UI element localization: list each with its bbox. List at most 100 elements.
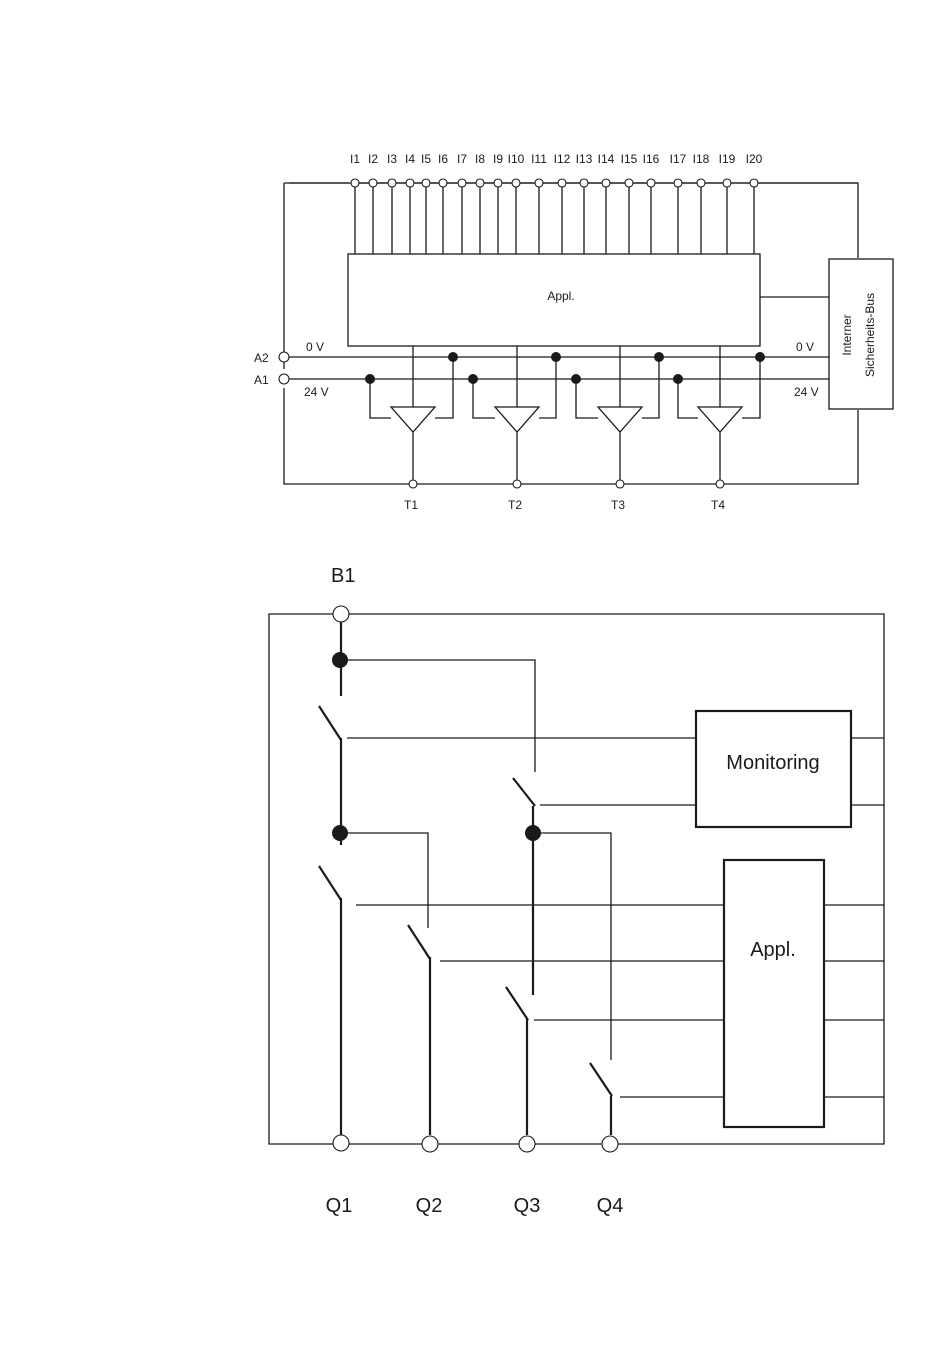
input-label: I2: [368, 152, 378, 166]
stage-supply: [576, 379, 598, 418]
bus-label-line1: Interner: [840, 314, 854, 355]
input-label: I17: [670, 152, 687, 166]
input-label: I6: [438, 152, 448, 166]
input-terminal: [723, 179, 731, 187]
label-b1: B1: [331, 565, 355, 587]
terminal-q2: [422, 1136, 438, 1152]
label-q3: Q3: [514, 1195, 541, 1217]
input-label: I13: [576, 152, 593, 166]
stage-ground: [742, 357, 760, 418]
label-q1: Q1: [326, 1195, 353, 1217]
buffer-triangle: [391, 407, 435, 432]
output-terminal: [616, 480, 624, 488]
junction-0v: [755, 352, 765, 362]
label-a2: A2: [254, 351, 269, 365]
junction-0v: [654, 352, 664, 362]
input-terminal: [388, 179, 396, 187]
bottom-diagram: B1 Monitoring: [269, 565, 884, 1217]
buffer-triangle: [698, 407, 742, 432]
input-terminal: [750, 179, 758, 187]
input-terminal: [697, 179, 705, 187]
input-label: I20: [746, 152, 763, 166]
input-terminal: [580, 179, 588, 187]
input-label: I7: [457, 152, 467, 166]
terminal-a1: [279, 374, 289, 384]
input-label: I16: [643, 152, 660, 166]
terminal-b1: [333, 606, 349, 622]
output-label: T3: [611, 498, 625, 512]
label-0v-right: 0 V: [796, 340, 814, 354]
input-label: I5: [421, 152, 431, 166]
input-label: I19: [719, 152, 736, 166]
input-terminal: [351, 179, 359, 187]
terminal-a2: [279, 352, 289, 362]
input-label: I4: [405, 152, 415, 166]
label-q4: Q4: [597, 1195, 624, 1217]
input-label: I10: [508, 152, 525, 166]
output-label: T4: [711, 498, 725, 512]
junction-24v: [673, 374, 683, 384]
input-terminal: [439, 179, 447, 187]
output-label: T2: [508, 498, 522, 512]
input-terminal: [458, 179, 466, 187]
monitoring-label: Monitoring: [726, 752, 819, 774]
junction-0v: [448, 352, 458, 362]
label-0v-left: 0 V: [306, 340, 324, 354]
input-terminal: [558, 179, 566, 187]
input-label: I14: [598, 152, 615, 166]
q1-branch: [340, 833, 428, 928]
input-terminal: [422, 179, 430, 187]
input-terminal: [647, 179, 655, 187]
buffer-triangle: [598, 407, 642, 432]
internal-safety-bus-box: [829, 259, 893, 409]
bus-label-line2: Sicherheits-Bus: [863, 293, 877, 377]
junction-24v: [365, 374, 375, 384]
contact-6-blade: [590, 1063, 612, 1096]
input-label: I12: [554, 152, 571, 166]
junction-0v: [551, 352, 561, 362]
input-terminal: [494, 179, 502, 187]
input-terminal: [625, 179, 633, 187]
stage-supply: [473, 379, 495, 418]
input-label: I15: [621, 152, 638, 166]
input-label: I9: [493, 152, 503, 166]
input-label: I18: [693, 152, 710, 166]
b1-branch: [340, 660, 535, 772]
terminal-q1: [333, 1135, 349, 1151]
output-terminal: [716, 480, 724, 488]
buffer-triangle: [495, 407, 539, 432]
label-24v-right: 24 V: [794, 385, 819, 399]
stage-supply: [370, 379, 391, 418]
stage-ground: [642, 357, 659, 418]
output-terminal: [409, 480, 417, 488]
input-terminal: [535, 179, 543, 187]
contact-3-blade: [319, 866, 341, 900]
contact-1-blade: [319, 706, 341, 740]
appl-box-top-label: Appl.: [547, 289, 574, 303]
bottom-frame: [269, 614, 884, 1144]
input-terminal: [369, 179, 377, 187]
input-label: I1: [350, 152, 360, 166]
output-stages: T1 T2 T3 T4: [365, 346, 765, 512]
input-terminal: [602, 179, 610, 187]
label-q2: Q2: [416, 1195, 443, 1217]
top-frame: [284, 183, 858, 484]
terminal-q4: [602, 1136, 618, 1152]
label-a1: A1: [254, 373, 269, 387]
input-terminal: [512, 179, 520, 187]
terminal-q3: [519, 1136, 535, 1152]
stage-ground: [539, 357, 556, 418]
contact-2-blade: [513, 778, 535, 806]
stage-supply: [678, 379, 698, 418]
input-label: I8: [475, 152, 485, 166]
appl-box-bottom: [724, 860, 824, 1127]
contact-5-blade: [506, 987, 528, 1020]
junction-24v: [468, 374, 478, 384]
input-label: I3: [387, 152, 397, 166]
output-label: T1: [404, 498, 418, 512]
stage-ground: [435, 357, 453, 418]
input-terminal: [476, 179, 484, 187]
